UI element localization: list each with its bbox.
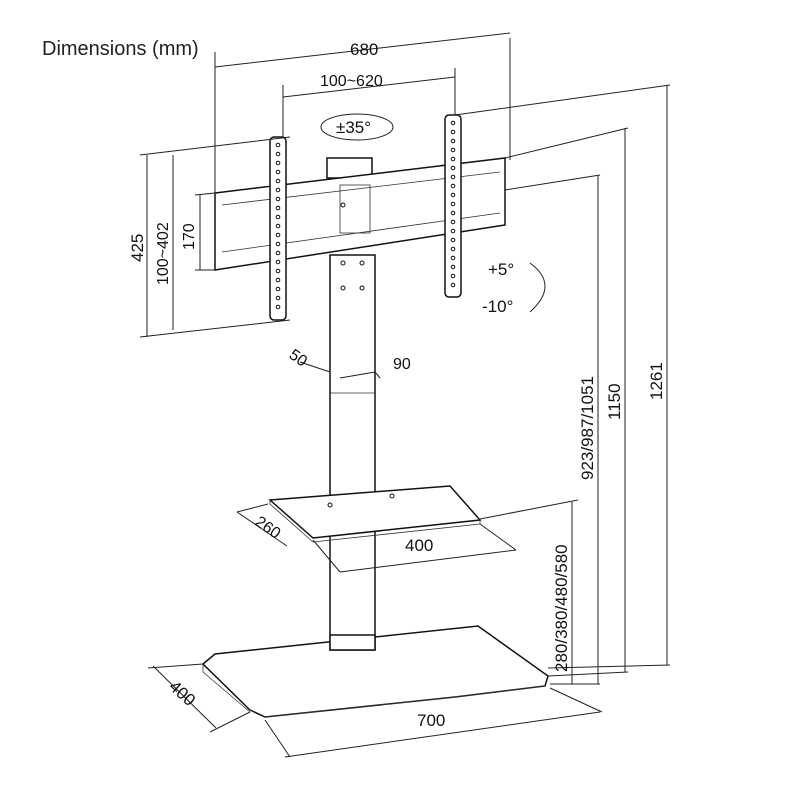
label-vesa-width: 100~620 [320, 73, 383, 90]
label-tv-heights: 923/987/1051 [578, 376, 597, 480]
glass-shelf [268, 485, 482, 543]
arm-hole [275, 160, 281, 166]
label-column-width: 90 [393, 356, 411, 373]
arm-hole [450, 219, 456, 225]
arm-hole [275, 295, 281, 301]
arm-hole [450, 192, 456, 198]
arm-hole [450, 120, 456, 126]
label-height-1150: 1150 [605, 383, 624, 420]
arm-hole [450, 183, 456, 189]
label-vesa-height: 100~402 [155, 222, 172, 285]
label-column-depth: 50 [286, 346, 310, 370]
arm-hole [275, 169, 281, 175]
arm-hole [275, 286, 281, 292]
arm-hole [450, 129, 456, 135]
arm-hole [275, 232, 281, 238]
arm-hole [275, 241, 281, 247]
arm-hole [275, 142, 281, 148]
label-overall-width: 680 [350, 40, 378, 59]
label-swivel: ±35° [336, 118, 371, 137]
arm-hole [275, 259, 281, 265]
arm-hole [275, 214, 281, 220]
arm-hole [450, 273, 456, 279]
arm-hole [275, 223, 281, 229]
arm-hole [450, 165, 456, 171]
arm-hole [450, 246, 456, 252]
label-shelf-depth: 260 [252, 513, 284, 542]
label-rail-height: 170 [181, 223, 198, 250]
arm-hole [450, 210, 456, 216]
label-height-1261: 1261 [647, 362, 666, 400]
label-shelf-heights: 280/380/480/580 [552, 544, 571, 672]
label-tilt-up: +5° [488, 260, 514, 279]
arm-hole [275, 151, 281, 157]
arm-hole [450, 138, 456, 144]
label-tilt-down: -10° [482, 297, 513, 316]
arm-hole [275, 277, 281, 283]
label-bracket-height: 425 [128, 234, 147, 262]
arm-hole [450, 201, 456, 207]
label-base-width: 700 [417, 711, 445, 730]
diagram-heading: Dimensions (mm) [42, 38, 199, 60]
vesa-arm-left [269, 136, 287, 321]
arm-hole [275, 268, 281, 274]
dimension-lines [139, 32, 671, 758]
vesa-arm-holes [275, 120, 456, 310]
arm-hole [450, 147, 456, 153]
label-base-depth: 400 [165, 677, 199, 710]
arm-hole [275, 178, 281, 184]
arm-hole [275, 205, 281, 211]
arm-hole [450, 255, 456, 261]
arm-hole [450, 228, 456, 234]
arm-hole [275, 187, 281, 193]
label-shelf-width: 400 [405, 536, 433, 555]
column [326, 157, 376, 651]
arm-hole [450, 156, 456, 162]
arm-hole [275, 250, 281, 256]
arm-hole [450, 264, 456, 270]
arm-hole [275, 304, 281, 310]
base-plate [201, 625, 549, 718]
arm-hole [450, 174, 456, 180]
arm-hole [450, 282, 456, 288]
arm-hole [275, 196, 281, 202]
arm-hole [450, 237, 456, 243]
